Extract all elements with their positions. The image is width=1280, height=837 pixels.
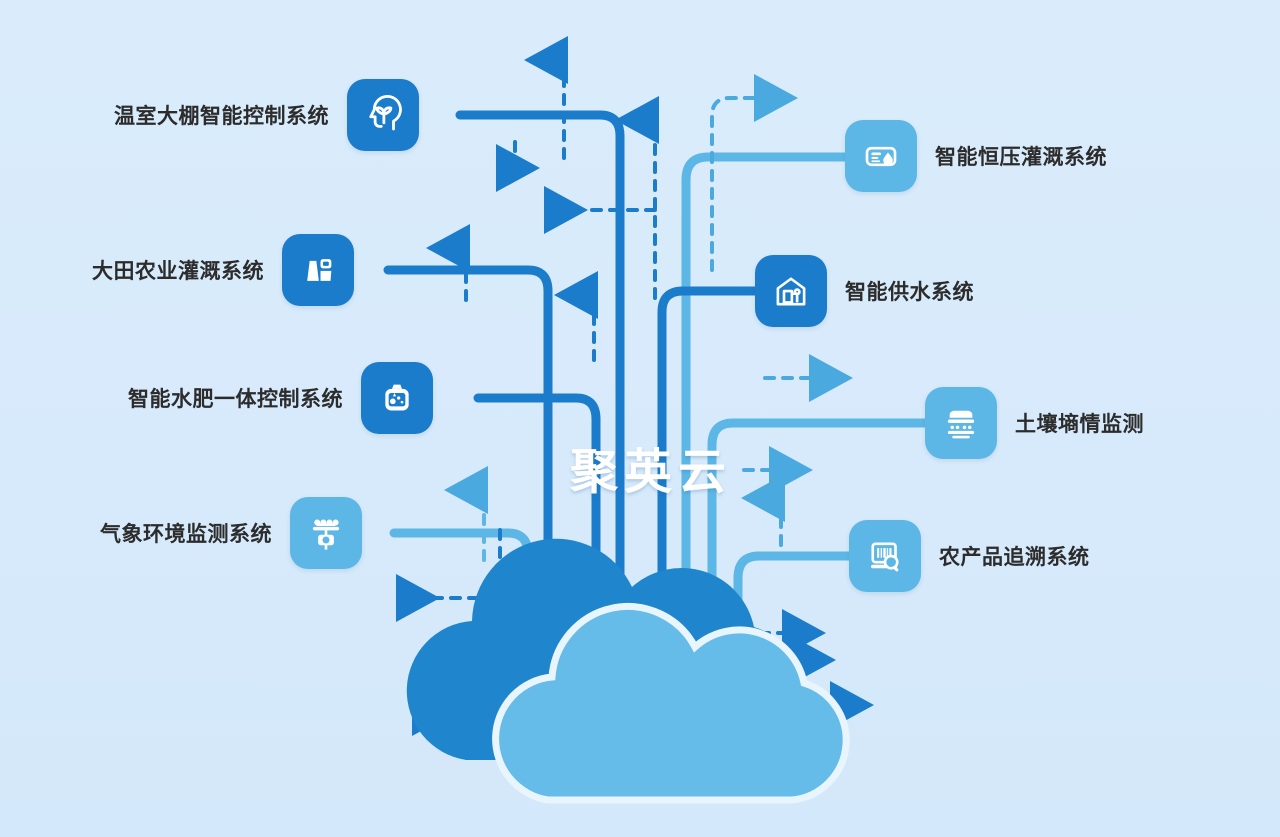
node-smart-water-supply[interactable]: 智能供水系统	[755, 255, 974, 327]
node-label-water-fertilizer: 智能水肥一体控制系统	[128, 388, 343, 411]
node-label-greenhouse-control: 温室大棚智能控制系统	[114, 105, 329, 128]
node-product-traceability[interactable]: 农产品追溯系统	[849, 520, 1090, 592]
node-soil-moisture[interactable]: 土壤墒情监测	[925, 387, 1144, 459]
node-label-constant-pressure-irrigation: 智能恒压灌溉系统	[935, 146, 1107, 169]
field-irrigation-panel-icon[interactable]	[282, 234, 354, 306]
pressure-gauge-droplet-icon[interactable]	[845, 120, 917, 192]
pump-house-icon[interactable]	[755, 255, 827, 327]
node-label-product-traceability: 农产品追溯系统	[939, 546, 1090, 569]
cloud-graphic	[406, 538, 850, 804]
node-label-soil-moisture: 土壤墒情监测	[1015, 413, 1144, 436]
node-label-weather-monitoring: 气象环境监测系统	[100, 523, 272, 546]
water-fertilizer-tank-icon[interactable]	[361, 362, 433, 434]
node-constant-pressure-irrigation[interactable]: 智能恒压灌溉系统	[845, 120, 1107, 192]
soil-moisture-sensor-icon[interactable]	[925, 387, 997, 459]
node-greenhouse-control[interactable]: 温室大棚智能控制系统	[114, 79, 419, 151]
node-label-field-irrigation: 大田农业灌溉系统	[92, 260, 264, 283]
product-traceability-scan-icon[interactable]	[849, 520, 921, 592]
node-weather-monitoring[interactable]: 气象环境监测系统	[100, 497, 362, 569]
node-label-smart-water-supply: 智能供水系统	[845, 281, 974, 304]
node-water-fertilizer[interactable]: 智能水肥一体控制系统	[128, 362, 433, 434]
weather-station-icon[interactable]	[290, 497, 362, 569]
smart-greenhouse-head-icon[interactable]	[347, 79, 419, 151]
node-field-irrigation[interactable]: 大田农业灌溉系统	[92, 234, 354, 306]
